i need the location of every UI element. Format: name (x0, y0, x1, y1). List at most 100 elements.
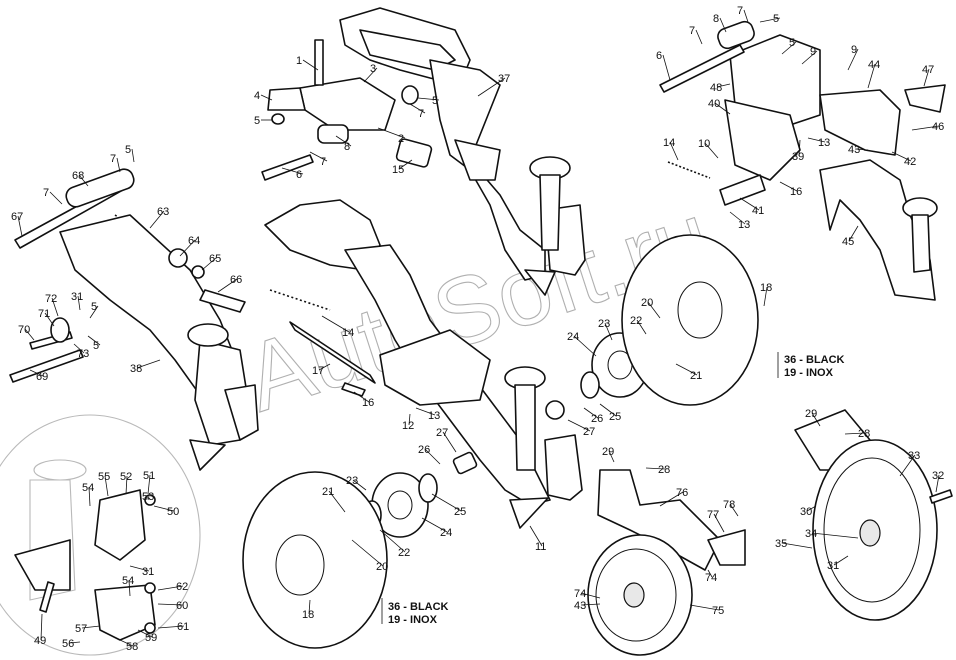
bushing-8 (317, 124, 349, 144)
callout-leader (636, 319, 647, 335)
callout-number: 5 (93, 340, 99, 352)
cap-27 (545, 400, 565, 420)
left-arm-assembly (9, 168, 259, 471)
callout-leader (647, 301, 661, 319)
disc-right-hub (677, 281, 723, 339)
callout-number: 57 (75, 623, 87, 635)
center-web (379, 329, 491, 406)
callout-leader (119, 639, 134, 647)
callout-leader (442, 431, 457, 453)
callout-number: 7 (43, 187, 49, 199)
callout-number: 13 (428, 410, 440, 422)
seed-tube (539, 174, 561, 251)
washer-71 (50, 317, 70, 343)
callout-number: 68 (72, 170, 84, 182)
callout-leader (935, 474, 940, 493)
callout-leader (847, 48, 859, 71)
callout-leader (811, 412, 821, 427)
bolt-6-tr (659, 44, 745, 93)
callout-number: 41 (752, 205, 764, 217)
callout-leader (583, 407, 599, 419)
bracket-77 (707, 529, 746, 566)
nut-61 (144, 622, 156, 634)
callout-number: 21 (322, 486, 334, 498)
callout-leader (854, 148, 869, 151)
callout-number: 18 (760, 282, 772, 294)
callout-number: 5 (773, 13, 779, 25)
washer-25-right (580, 371, 600, 399)
callout-number: 26 (418, 444, 430, 456)
tube-center (514, 384, 536, 471)
callout-number: 43 (574, 600, 586, 612)
callout-leader (899, 454, 916, 477)
callout-number: 9 (810, 46, 816, 58)
callout-leader (716, 83, 731, 88)
washer-65 (191, 265, 205, 279)
callout-leader (44, 312, 55, 327)
callout-number: 48 (710, 82, 722, 94)
callout-leader (128, 579, 131, 597)
callout-number: 33 (908, 450, 920, 462)
callout-leader (431, 493, 462, 512)
callout-number: 77 (707, 509, 719, 521)
callout-number: 59 (145, 632, 157, 644)
callout-leader (129, 565, 150, 572)
callout-leader (125, 475, 128, 495)
callout-number: 7 (689, 25, 695, 37)
callout-number: 32 (932, 470, 944, 482)
callout-leader (88, 486, 91, 507)
callout-number: 45 (842, 236, 854, 248)
callout-leader (153, 505, 175, 512)
callout-number: 12 (402, 420, 414, 432)
callout-leader (763, 286, 768, 307)
callout-number: 34 (805, 528, 817, 540)
callout-leader (645, 467, 666, 470)
plate-47 (904, 84, 946, 113)
callout-leader (704, 142, 719, 159)
link-17 (289, 321, 376, 384)
callout-number: 23 (346, 475, 358, 487)
callout-number: 28 (658, 464, 670, 476)
disc-center-hub (275, 534, 325, 596)
callout-leader (73, 343, 85, 354)
callout-leader (781, 41, 797, 55)
callout-number: 15 (392, 164, 404, 176)
wheel-33-rim (823, 457, 921, 603)
tip-11 (509, 497, 549, 529)
scraper-58 (94, 584, 156, 641)
callout-leader (719, 17, 727, 33)
callout-leader (217, 278, 238, 293)
bolt-16 (341, 382, 366, 397)
callout-number: 14 (342, 327, 354, 339)
callout-leader (689, 604, 720, 611)
wheel-75-hub (623, 582, 645, 608)
callout-leader (89, 305, 99, 319)
callout-leader (833, 555, 849, 566)
shoe-45 (819, 159, 936, 301)
callout-leader (308, 599, 311, 615)
callout-number: 51 (143, 470, 155, 482)
callout-leader (78, 174, 89, 187)
callout-number: 38 (130, 363, 142, 375)
callout-leader (729, 211, 746, 225)
depth-plate-left (224, 384, 259, 441)
callout-leader (353, 391, 370, 403)
callout-leader (68, 641, 81, 644)
callout-leader (363, 67, 378, 83)
legend-inox: 19 - INOX (784, 367, 834, 379)
callout-number: 50 (167, 506, 179, 518)
callout-number: 27 (436, 427, 448, 439)
callout-leader (328, 490, 346, 513)
tube-68 (65, 168, 135, 208)
pivot-casting (299, 77, 396, 131)
callout-leader (409, 103, 426, 114)
callout-number: 6 (296, 169, 302, 181)
wheel-33-hub (859, 519, 881, 547)
disc-legend-center: 36 - BLACK 19 - INOX (381, 598, 449, 626)
callout-number: 31 (71, 291, 83, 303)
callout-leader (417, 97, 440, 101)
callout-number: 23 (598, 318, 610, 330)
main-arm (429, 59, 546, 281)
